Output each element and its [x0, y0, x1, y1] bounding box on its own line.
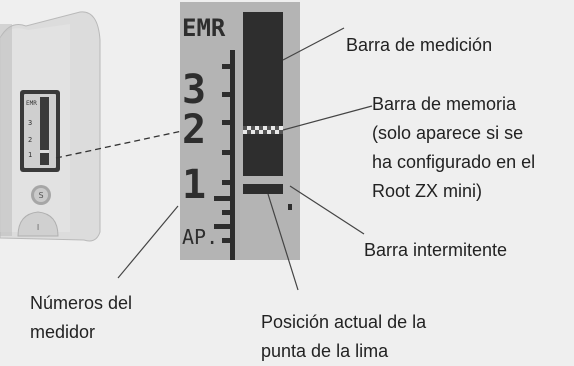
device-lower-button: I [17, 211, 59, 237]
svg-text:1: 1 [28, 151, 32, 159]
device-handle: EMR 3 2 1 S I [0, 11, 101, 242]
label-file-tip-position: Posición actual de la punta de la lima [261, 308, 426, 366]
meter-numbers-line-2: medidor [30, 322, 96, 342]
label-meter-numbers: Números del medidor [30, 289, 132, 347]
svg-text:S: S [38, 191, 43, 200]
blinking-bar [243, 184, 283, 194]
lcd-header: EMR [182, 14, 226, 42]
leader-lines [117, 27, 373, 291]
device-s-button: S [31, 185, 51, 205]
scale-ticks [214, 50, 235, 260]
lcd-display: EMR 3 2 1 AP. [180, 2, 300, 260]
label-blinking-bar: Barra intermitente [364, 240, 508, 260]
device-lcd: EMR 3 2 1 [20, 90, 60, 172]
file-tip-line-2: punta de la lima [261, 341, 389, 361]
file-tip-line-1: Posición actual de la [261, 312, 427, 332]
scale-number-3: 3 [182, 67, 206, 113]
scale-number-1: 1 [182, 162, 206, 208]
memory-bar-line-4: Root ZX mini) [372, 181, 483, 201]
apex-label: AP. [182, 225, 218, 249]
label-memory-bar: Barra de memoria (solo aparece si se ha … [372, 90, 535, 206]
svg-text:EMR: EMR [26, 100, 37, 107]
svg-text:2: 2 [28, 136, 32, 144]
memory-bar [243, 126, 283, 134]
scale-number-2: 2 [182, 107, 206, 153]
meter-bar [243, 12, 283, 176]
svg-text:I: I [37, 223, 39, 232]
label-meter-bar: Barra de medición [346, 35, 493, 55]
memory-bar-line-1: Barra de memoria [372, 94, 517, 114]
leader-device-to-display [55, 127, 197, 159]
svg-text:3: 3 [28, 119, 32, 127]
memory-bar-line-3: ha configurado en el [372, 152, 536, 172]
meter-numbers-line-1: Números del [30, 293, 133, 313]
memory-bar-line-2: (solo aparece si se [372, 123, 524, 143]
